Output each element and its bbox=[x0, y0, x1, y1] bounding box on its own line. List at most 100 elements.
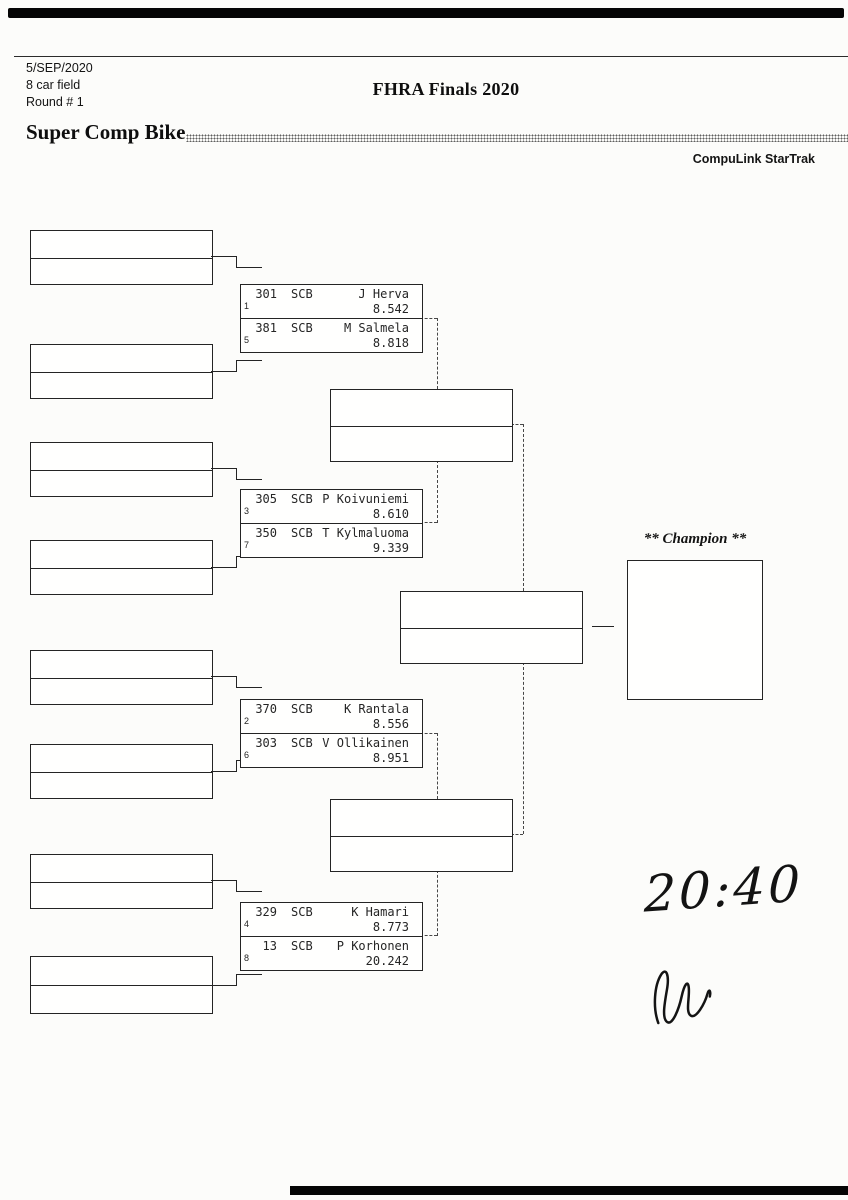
connector-line bbox=[236, 267, 262, 268]
connector-line bbox=[211, 256, 237, 268]
car-number: 305 bbox=[255, 492, 277, 506]
lane-slot-7 bbox=[30, 854, 213, 909]
et-line: 8.542 bbox=[241, 302, 422, 317]
et-line: 8.610 bbox=[241, 507, 422, 522]
field-size: 8 car field bbox=[26, 78, 81, 92]
event-date: 5/SEP/2020 bbox=[26, 61, 93, 75]
class-code: SCB bbox=[291, 492, 313, 506]
connector-dashed bbox=[523, 662, 524, 834]
entry-line: 381 SCB M Salmela bbox=[241, 319, 422, 336]
car-number: 301 bbox=[255, 287, 277, 301]
connector-line bbox=[236, 479, 262, 480]
connector-line bbox=[211, 676, 237, 688]
connector-line bbox=[211, 468, 237, 480]
connector-line bbox=[211, 556, 237, 568]
elapsed-time: 8.773 bbox=[372, 920, 409, 934]
champion-label: ** Champion ** bbox=[643, 531, 747, 547]
entry-line: 13 SCB P Korhonen bbox=[241, 937, 422, 954]
connector-dashed bbox=[420, 935, 437, 936]
connector-line bbox=[211, 880, 237, 892]
driver-name: M Salmela bbox=[343, 321, 409, 335]
connector-line bbox=[211, 974, 237, 986]
bracket-entry: 381 SCB M Salmela 8.818 5 bbox=[241, 318, 422, 352]
et-line: 8.556 bbox=[241, 717, 422, 732]
round1-match-2: 305 SCB P Koivuniemi 8.610 3 350 SCB T K… bbox=[240, 489, 423, 558]
seed-number: 4 bbox=[244, 919, 250, 929]
connector-dashed bbox=[420, 318, 437, 319]
slot-divider bbox=[31, 957, 212, 986]
class-code: SCB bbox=[291, 736, 313, 750]
seed-number: 8 bbox=[244, 953, 250, 963]
connector-line bbox=[236, 974, 262, 975]
bracket-entry: 301 SCB J Herva 8.542 1 bbox=[241, 285, 422, 318]
seed-number: 7 bbox=[244, 540, 250, 550]
lane-slot-8 bbox=[30, 956, 213, 1014]
lane-slot-6 bbox=[30, 744, 213, 799]
champion-box bbox=[627, 560, 763, 700]
seed-number: 6 bbox=[244, 750, 250, 760]
final-box bbox=[400, 591, 583, 664]
header-rule-line bbox=[14, 56, 848, 57]
slot-divider bbox=[401, 592, 582, 629]
handwritten-time: 20:40 bbox=[643, 854, 804, 924]
round1-match-1: 301 SCB J Herva 8.542 1 381 SCB M Salmel… bbox=[240, 284, 423, 353]
round-number: Round # 1 bbox=[26, 95, 84, 109]
class-code: SCB bbox=[291, 526, 313, 540]
bracket-entry: 329 SCB K Hamari 8.773 4 bbox=[241, 903, 422, 936]
elapsed-time: 8.610 bbox=[372, 507, 409, 521]
driver-name: V Ollikainen bbox=[322, 736, 409, 750]
lane-slot-5 bbox=[30, 650, 213, 705]
lane-slot-4 bbox=[30, 540, 213, 595]
lane-slot-3 bbox=[30, 442, 213, 497]
slot-divider bbox=[31, 745, 212, 773]
connector-line bbox=[211, 760, 237, 772]
class-title-rule bbox=[186, 134, 848, 142]
scan-bar-top bbox=[8, 8, 844, 18]
elapsed-time: 20.242 bbox=[365, 954, 409, 968]
slot-divider bbox=[31, 651, 212, 679]
entry-line: 305 SCB P Koivuniemi bbox=[241, 490, 422, 507]
car-number: 329 bbox=[255, 905, 277, 919]
et-line: 8.773 bbox=[241, 920, 422, 935]
entry-line: 301 SCB J Herva bbox=[241, 285, 422, 302]
connector-line bbox=[211, 360, 237, 372]
seed-number: 1 bbox=[244, 301, 250, 311]
et-line: 8.951 bbox=[241, 751, 422, 766]
signature-scribble-icon bbox=[642, 952, 731, 1047]
car-number: 381 bbox=[255, 321, 277, 335]
signature-svg bbox=[653, 970, 712, 1025]
class-code: SCB bbox=[291, 939, 313, 953]
slot-divider bbox=[31, 443, 212, 471]
seed-number: 2 bbox=[244, 716, 250, 726]
slot-divider bbox=[331, 390, 512, 427]
entry-line: 329 SCB K Hamari bbox=[241, 903, 422, 920]
semifinal-box-2 bbox=[330, 799, 513, 872]
driver-name: J Herva bbox=[358, 287, 409, 301]
driver-name: P Koivuniemi bbox=[322, 492, 409, 506]
slot-divider bbox=[31, 541, 212, 569]
connector-line bbox=[236, 360, 262, 361]
entry-line: 303 SCB V Ollikainen bbox=[241, 734, 422, 751]
bracket-entry: 305 SCB P Koivuniemi 8.610 3 bbox=[241, 490, 422, 523]
connector-dashed bbox=[511, 424, 523, 425]
driver-name: T Kylmaluoma bbox=[322, 526, 409, 540]
lane-slot-1 bbox=[30, 230, 213, 285]
bracket-entry: 350 SCB T Kylmaluoma 9.339 7 bbox=[241, 523, 422, 557]
round1-match-4: 329 SCB K Hamari 8.773 4 13 SCB P Korhon… bbox=[240, 902, 423, 971]
class-title: Super Comp Bike bbox=[26, 120, 186, 144]
class-code: SCB bbox=[291, 287, 313, 301]
entry-line: 370 SCB K Rantala bbox=[241, 700, 422, 717]
connector-dashed bbox=[437, 733, 438, 799]
seed-number: 3 bbox=[244, 506, 250, 516]
et-line: 9.339 bbox=[241, 541, 422, 556]
elapsed-time: 8.556 bbox=[372, 717, 409, 731]
car-number: 350 bbox=[255, 526, 277, 540]
elapsed-time: 9.339 bbox=[372, 541, 409, 555]
et-line: 20.242 bbox=[241, 954, 422, 969]
driver-name: K Rantala bbox=[343, 702, 409, 716]
connector-dashed bbox=[437, 460, 438, 523]
car-number: 370 bbox=[255, 702, 277, 716]
semifinal-box-1 bbox=[330, 389, 513, 462]
connector-dashed bbox=[437, 318, 438, 389]
connector-dashed bbox=[511, 834, 523, 835]
